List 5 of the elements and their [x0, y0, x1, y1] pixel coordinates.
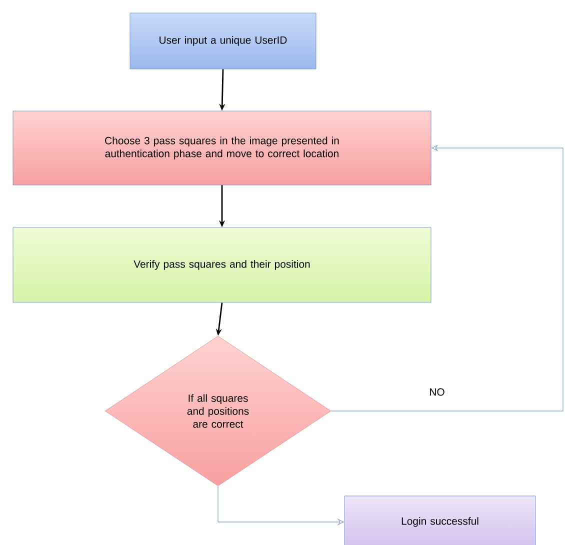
process-box: Verify pass squares and their position: [12, 227, 432, 303]
process-box: Login successful: [344, 496, 536, 545]
edge-label: NO: [428, 387, 446, 397]
process-box: User input a unique UserID: [130, 12, 316, 70]
process-box: Choose 3 pass squares in the image presented in authentication phase and move to correct location: [12, 110, 432, 186]
